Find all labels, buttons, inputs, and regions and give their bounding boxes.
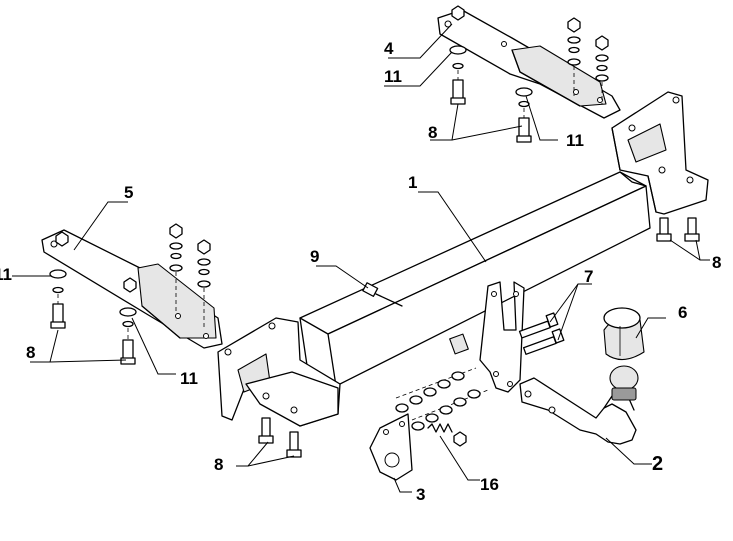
nuts-washers-row — [395, 367, 489, 431]
label-5: 5 — [124, 183, 133, 202]
ball-cover — [603, 307, 645, 361]
label-8-right-bracket: 8 — [428, 123, 437, 142]
label-2: 2 — [652, 453, 663, 475]
bracket-right — [437, 5, 621, 119]
label-9: 9 — [310, 247, 319, 266]
spring — [427, 423, 467, 447]
label-8-left-rear: 8 — [214, 455, 223, 474]
label-4: 4 — [384, 39, 394, 58]
label-3: 3 — [416, 485, 425, 504]
label-1: 1 — [408, 173, 417, 192]
label-8-right-rear: 8 — [712, 253, 721, 272]
label-8-left-bracket: 8 — [26, 343, 35, 362]
label-7: 7 — [584, 267, 593, 286]
label-11-left-bottom: 11 — [180, 369, 198, 388]
fasteners-left-bracket — [49, 223, 211, 365]
label-11-left-top: 11 — [0, 265, 12, 284]
label-16: 16 — [480, 475, 499, 494]
neck-holder — [449, 281, 525, 393]
bolts-left-rear — [258, 417, 302, 458]
pin-bolts — [518, 312, 565, 355]
washer-11-left-top — [49, 269, 67, 279]
bolts-right-rear — [656, 217, 700, 242]
leader-lines — [12, 23, 710, 493]
washer-11-left-bottom — [119, 307, 137, 317]
clip-pin — [362, 282, 403, 307]
label-11-right-bottom: 11 — [566, 131, 584, 150]
fasteners-right-bracket — [449, 17, 609, 143]
washer-11-right-top — [449, 45, 467, 55]
callout-labels: 1 2 3 4 5 6 7 8 8 8 8 9 11 11 11 11 16 — [0, 39, 721, 504]
socket-plate — [369, 413, 413, 481]
ball-neck — [519, 365, 639, 445]
label-11-right-top: 11 — [384, 67, 402, 86]
mounting-plate-left — [217, 317, 341, 427]
bracket-left — [41, 229, 223, 349]
drawbar-beam — [299, 171, 651, 387]
label-6: 6 — [678, 303, 687, 322]
mounting-plate-right — [611, 91, 709, 215]
washer-11-right-bottom — [515, 87, 533, 97]
